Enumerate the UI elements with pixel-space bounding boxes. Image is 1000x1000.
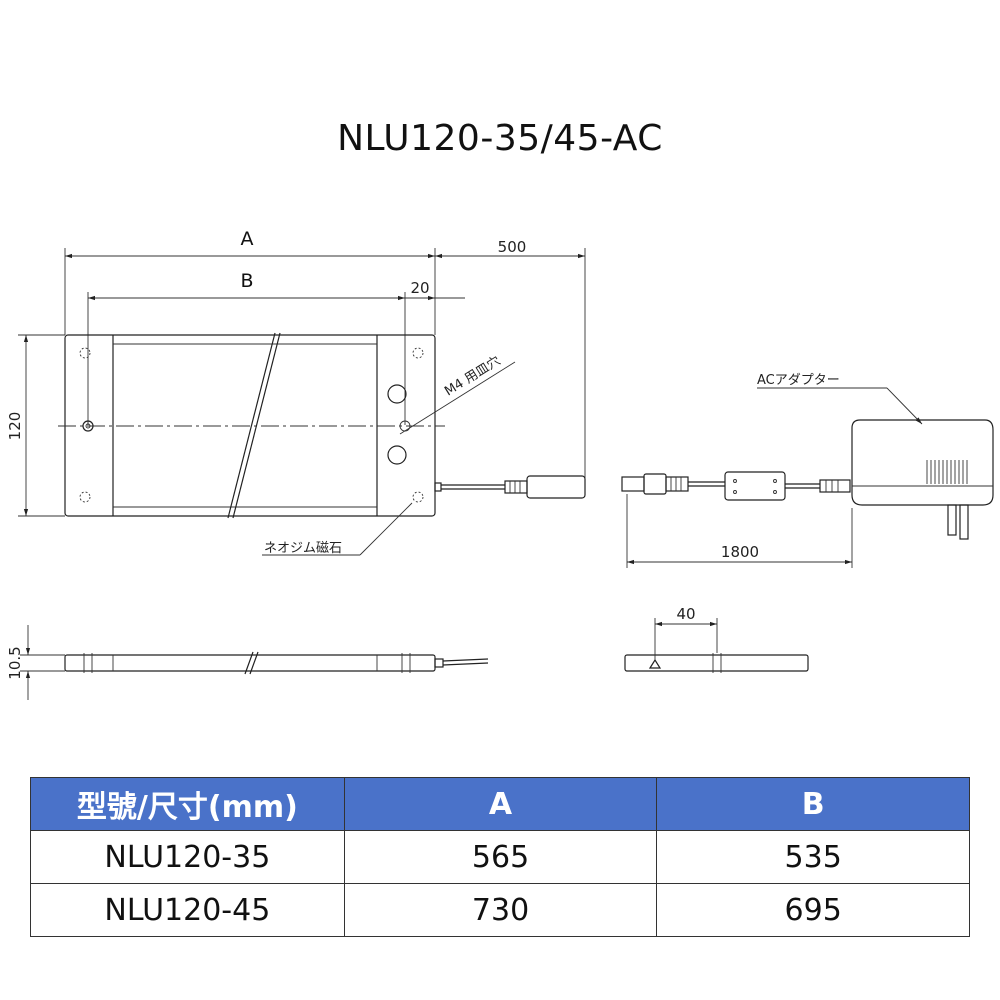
ac-adapter-label: ACアダプター xyxy=(757,373,840,388)
dimension-500: 500 xyxy=(435,238,586,480)
dimension-40: 40 xyxy=(654,605,718,660)
technical-drawing: A 500 B 20 120 xyxy=(6,228,994,700)
vent-slots xyxy=(926,460,968,484)
dimension-40-label: 40 xyxy=(676,605,695,623)
dimension-a: A xyxy=(64,228,436,335)
m4-note-label: M4 用皿穴 xyxy=(442,353,503,399)
table-header-a: A xyxy=(343,777,658,831)
dimension-1800-label: 1800 xyxy=(721,543,759,561)
dimension-120: 120 xyxy=(6,334,65,517)
m4-note: M4 用皿穴 xyxy=(399,353,516,435)
dimension-20: 20 xyxy=(405,279,465,301)
ac-adapter-view: ACアダプター xyxy=(621,373,994,540)
table-row: NLU120-45 730 695 xyxy=(30,883,970,937)
table-cell-model: NLU120-35 xyxy=(30,830,345,884)
dimension-20-label: 20 xyxy=(410,279,429,297)
magnet-note: ネオジム磁石 xyxy=(262,502,413,556)
table-cell-b: 535 xyxy=(656,830,970,884)
light-unit-side-view xyxy=(64,651,489,675)
table-row: NLU120-35 565 535 xyxy=(30,830,970,884)
light-unit-top-view xyxy=(58,332,586,519)
table-header-row: 型號/尺寸(mm) A B xyxy=(30,777,970,831)
table-cell-model: NLU120-45 xyxy=(30,883,345,937)
dimension-b-label: B xyxy=(240,270,253,292)
spec-table: 型號/尺寸(mm) A B NLU120-35 565 535 NLU120-4… xyxy=(30,777,970,937)
dimension-1800: 1800 xyxy=(626,494,853,568)
magnet-note-label: ネオジム磁石 xyxy=(264,541,342,556)
dimension-500-label: 500 xyxy=(498,238,527,256)
dimension-120-label: 120 xyxy=(6,412,24,441)
dimension-10-5-label: 10.5 xyxy=(6,646,24,679)
table-header-model: 型號/尺寸(mm) xyxy=(30,777,345,831)
page-title: NLU120-35/45-AC xyxy=(337,118,663,159)
table-cell-b: 695 xyxy=(656,883,970,937)
light-unit-end-view xyxy=(624,653,809,673)
table-header-b: B xyxy=(656,777,970,831)
dimension-b: B xyxy=(87,270,406,425)
dimension-10-5: 10.5 xyxy=(6,625,65,700)
table-cell-a: 565 xyxy=(343,830,658,884)
dimension-a-label: A xyxy=(241,228,254,250)
table-cell-a: 730 xyxy=(343,883,658,937)
